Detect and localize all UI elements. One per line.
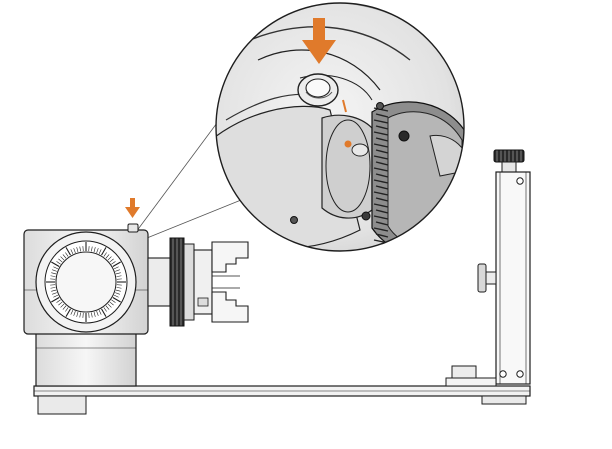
- release-button-icon: [297, 73, 339, 107]
- indicator-dot-icon: [344, 140, 352, 148]
- base-rail: [33, 385, 531, 415]
- rotary-head: [23, 223, 149, 387]
- tailstock-post: [445, 149, 531, 387]
- release-button-icon: [127, 223, 139, 233]
- down-arrow-icon: [125, 198, 140, 218]
- graduated-dial: [35, 231, 137, 333]
- down-arrow-icon: [302, 18, 336, 64]
- thumb-screw-icon: [493, 149, 525, 173]
- chuck-assembly: [147, 237, 249, 327]
- zoom-detail: [215, 2, 465, 252]
